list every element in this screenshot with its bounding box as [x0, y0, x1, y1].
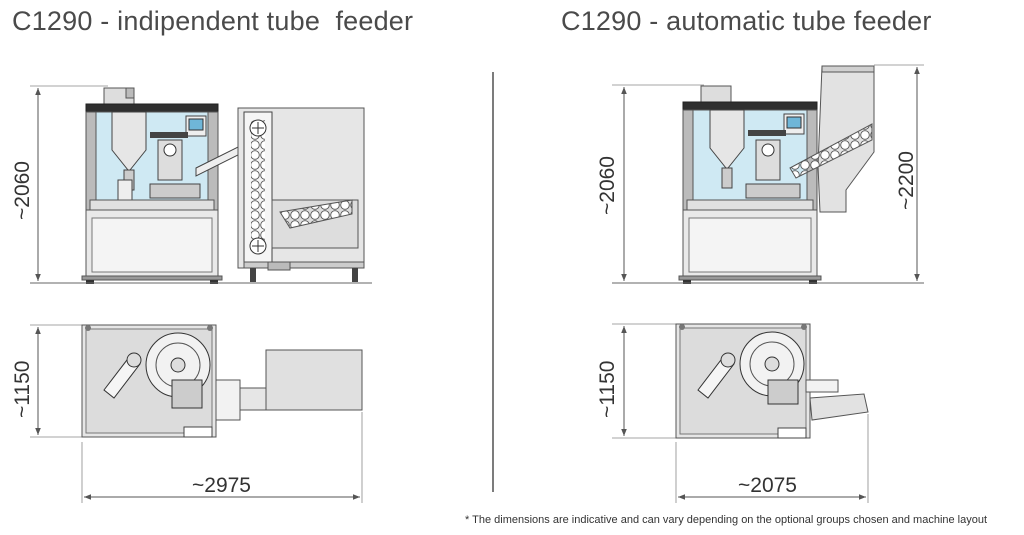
- left-independent-feeder: [237, 107, 365, 282]
- left-top-view: [30, 324, 363, 438]
- left-front-view: [81, 87, 241, 284]
- left-depth-dimension: ~1150: [11, 361, 34, 418]
- right-height-dimension: ~2060: [596, 156, 619, 215]
- title-independent-feeder: C1290 - indipendent tube feeder: [12, 6, 414, 36]
- right-front-view: [678, 85, 822, 284]
- title-automatic-feeder: C1290 - automatic tube feeder: [561, 6, 932, 36]
- left-width-dimension: ~2975: [192, 474, 251, 497]
- footnote: * The dimensions are indicative and can …: [465, 514, 988, 526]
- right-feeder-height-dimension: ~2200: [895, 151, 918, 210]
- left-height-dimension: ~2060: [11, 161, 34, 220]
- right-automatic-feeder: [789, 65, 875, 213]
- right-depth-dimension: ~1150: [596, 361, 619, 418]
- right-width-dimension: ~2075: [738, 474, 797, 497]
- right-top-view: [612, 323, 869, 439]
